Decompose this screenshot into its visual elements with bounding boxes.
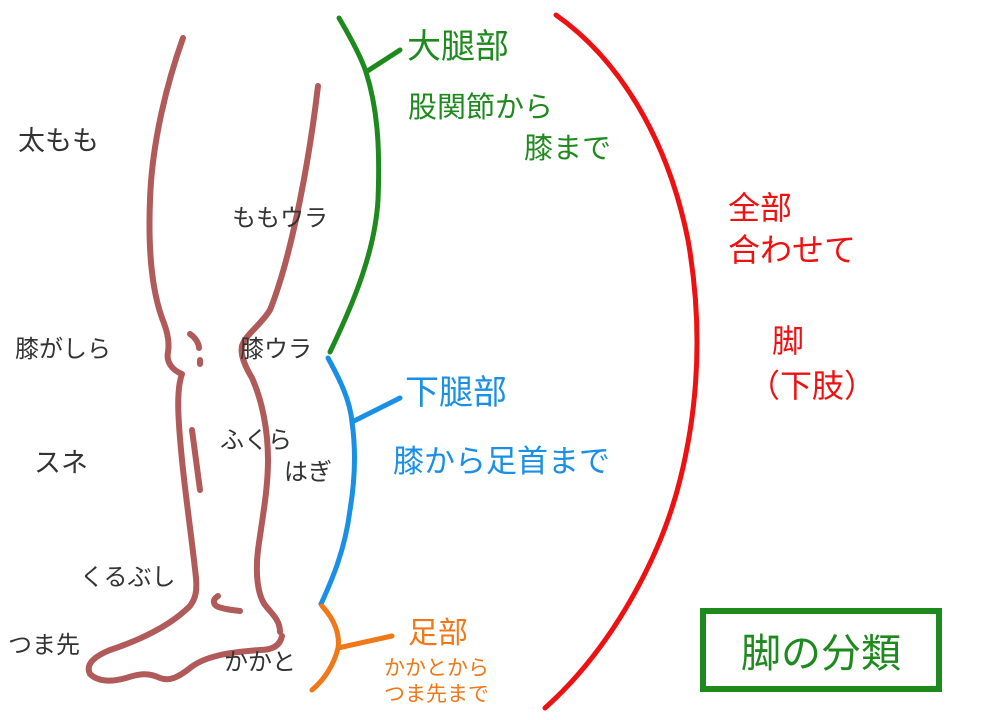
lower-leg-section-name: 下腿部 bbox=[405, 373, 507, 413]
thigh-section-desc-line2: 膝まで bbox=[524, 131, 612, 165]
label-fukurahagi-line1: ふくら bbox=[220, 426, 292, 454]
label-hizaura: 膝ウラ bbox=[240, 335, 312, 363]
diagram-title-box: 脚の分類 bbox=[700, 608, 942, 692]
whole-leg-line1: 全部 bbox=[728, 189, 793, 227]
thigh-section-name: 大腿部 bbox=[407, 27, 509, 67]
foot-section-desc-line2: つま先まで bbox=[384, 682, 489, 706]
whole-leg-name: 脚 bbox=[772, 322, 805, 360]
foot-section-desc-line1: かかとから bbox=[384, 656, 489, 680]
lower-leg-section-desc: 膝から足首まで bbox=[393, 444, 610, 480]
label-hizagashira: 膝がしら bbox=[15, 335, 111, 363]
diagram-title: 脚の分類 bbox=[741, 631, 901, 677]
foot-bracket bbox=[309, 603, 395, 693]
label-kurubushi: くるぶし bbox=[80, 563, 176, 591]
whole-leg-line2: 合わせて bbox=[728, 231, 857, 269]
label-futomomo: 太もも bbox=[18, 126, 99, 157]
thigh-bracket bbox=[327, 15, 403, 355]
leg-outline bbox=[85, 35, 321, 684]
label-tsumasaki: つま先 bbox=[8, 631, 80, 659]
whole-leg-bracket bbox=[542, 12, 700, 711]
whole-leg-alt-name: （下肢） bbox=[748, 367, 877, 405]
label-kakato: かかと bbox=[224, 648, 296, 676]
thigh-section-desc-line1: 股関節から bbox=[408, 90, 554, 124]
label-momoura: ももウラ bbox=[232, 204, 328, 232]
lower-leg-bracket bbox=[318, 355, 403, 607]
foot-section-name: 足部 bbox=[408, 616, 468, 651]
label-fukurahagi-line2: はぎ bbox=[284, 458, 332, 486]
label-sune: スネ bbox=[34, 448, 88, 479]
